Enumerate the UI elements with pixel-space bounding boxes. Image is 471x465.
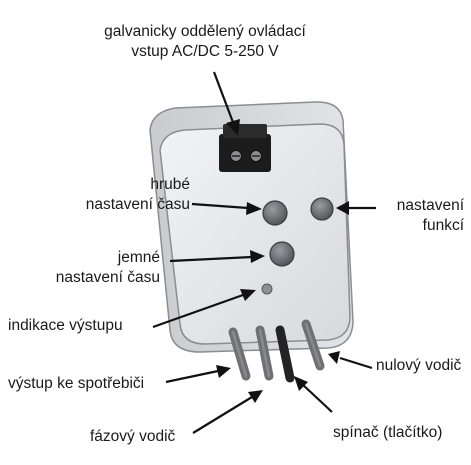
- label-indicator: indikace výstupu: [8, 317, 123, 334]
- label-fine-time: jemné nastavení času: [0, 248, 160, 288]
- output-led: [261, 283, 273, 295]
- arrow-phase: [192, 390, 263, 434]
- terminal-block: [219, 124, 271, 172]
- label-function: nastavení funkcí: [360, 196, 464, 236]
- arrow-control-input: [212, 71, 240, 136]
- coarse-time-knob: [262, 200, 288, 226]
- label-control-input: galvanicky oddělený ovládací vstup AC/DC…: [40, 22, 370, 62]
- label-function-line2: funkcí: [422, 217, 464, 234]
- wires: [228, 319, 325, 383]
- arrow-coarse-time: [191, 202, 262, 215]
- callout-arrows: [152, 71, 376, 434]
- label-output: výstup ke spotřebiči: [8, 375, 145, 392]
- label-control-input-line2: vstup AC/DC 5-250 V: [131, 43, 279, 60]
- arrow-neutral: [328, 351, 373, 370]
- arrow-function: [336, 201, 376, 215]
- arrow-output: [165, 365, 231, 384]
- label-coarse-time: hrubé nastavení času: [0, 175, 190, 215]
- label-control-input-line1: galvanicky oddělený ovládací: [104, 23, 306, 40]
- label-coarse-time-line1: hrubé: [150, 176, 190, 193]
- label-fine-time-line2: nastavení času: [55, 269, 160, 286]
- device-body: [159, 123, 351, 345]
- label-neutral: nulový vodič: [376, 357, 462, 374]
- arrow-switch: [294, 376, 333, 413]
- wire-switch: [275, 325, 295, 383]
- label-coarse-time-line2: nastavení času: [85, 196, 190, 213]
- fine-time-knob: [269, 241, 295, 267]
- label-function-line1: nastavení: [396, 197, 464, 214]
- function-knob: [310, 197, 334, 221]
- label-fine-time-line1: jemné: [117, 249, 160, 266]
- arrow-fine-time: [169, 250, 265, 263]
- label-phase: fázový vodič: [90, 428, 176, 445]
- arrow-indicator: [152, 289, 256, 329]
- label-switch: spínač (tlačítko): [333, 424, 443, 441]
